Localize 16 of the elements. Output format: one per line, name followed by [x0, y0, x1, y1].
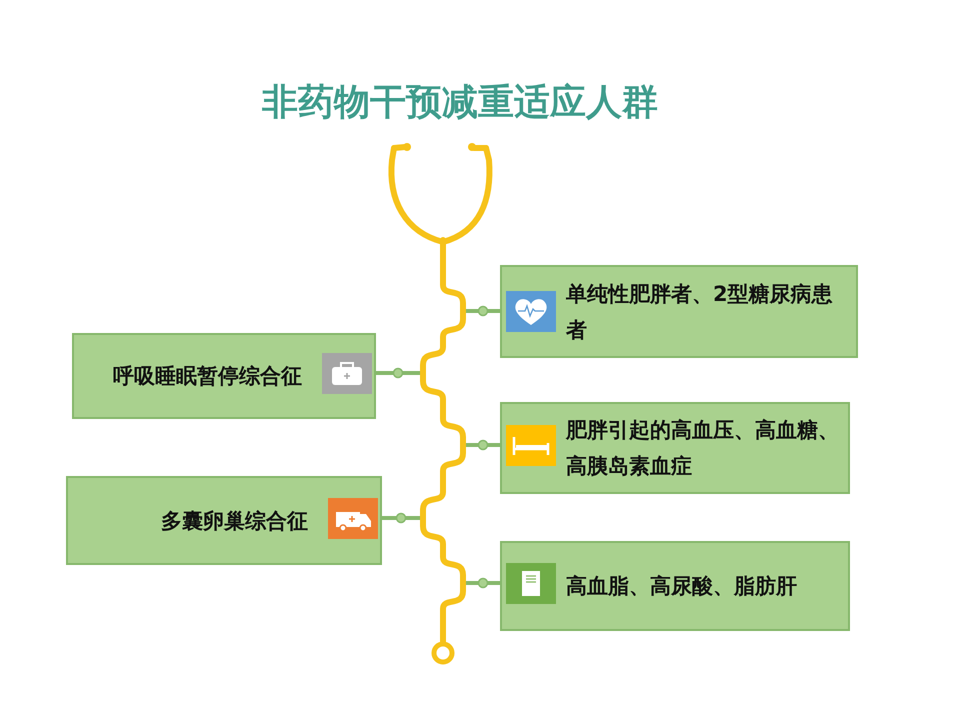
- condition-card: [72, 333, 376, 419]
- condition-card: [500, 265, 858, 358]
- connector-line: [466, 581, 500, 585]
- condition-card: [500, 541, 850, 631]
- connector-line: [466, 443, 500, 447]
- condition-card: [500, 402, 850, 494]
- connector-line: [376, 371, 420, 375]
- card-text: 肥胖引起的高血压、高血糖、高胰岛素血症: [566, 417, 840, 480]
- card-text: 高血脂、高尿酸、脂肪肝: [566, 573, 798, 600]
- condition-card: [66, 476, 382, 565]
- connector-line: [382, 516, 420, 520]
- connector-line: [466, 309, 500, 313]
- card-text: 多囊卵巢综合征: [160, 508, 308, 534]
- title: 非药物干预减重适应人群: [261, 81, 659, 125]
- card-text: 单纯性肥胖者、2型糖尿病患者: [566, 280, 834, 344]
- card-text: 呼吸睡眠暂停综合征: [112, 363, 302, 390]
